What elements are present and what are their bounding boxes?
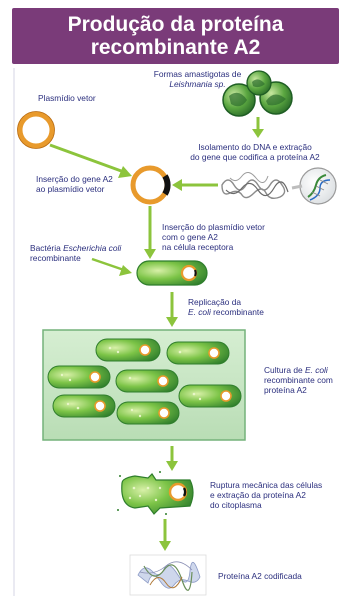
label-culture-prefix: Cultura de (264, 365, 305, 375)
culture-bacteria (47, 338, 242, 425)
dna-strand-icon (221, 167, 337, 205)
title-banner: Produção da proteína recombinante A2 (12, 8, 339, 64)
plasmid-vector-icon (17, 111, 55, 149)
arrow-plasmid-to-bacterium (144, 206, 156, 259)
label-rupture-line2: e extração da proteína A2 (210, 490, 306, 500)
label-dna-isolation-line2: do gene que codifica a proteína A2 (190, 152, 320, 162)
arrow-leishmania-to-dna (252, 117, 264, 138)
recombinant-ecoli-bacterium (136, 260, 208, 286)
label-rupture: Ruptura mecânica das células e extração … (210, 480, 322, 510)
label-bacterium-line2: recombinante (30, 253, 81, 263)
label-amastigotes-line1: Formas amastigotas de (153, 69, 242, 79)
label-gene-insertion: Inserção do gene A2 ao plasmídio vetor (36, 174, 113, 194)
label-plasmid-insertion-line3: na célula receptora (162, 242, 234, 252)
label-dna-isolation: Isolamento do DNA e extração do gene que… (180, 142, 330, 162)
arrow-culture-to-rupture (166, 446, 178, 471)
flow-arrows (49, 117, 264, 551)
label-rupture-line3: do citoplasma (210, 500, 262, 510)
label-culture-line3: proteína A2 (264, 385, 307, 395)
label-replication-species: E. coli (188, 307, 211, 317)
protein-a2-structure (129, 554, 207, 596)
arrow-rupture-to-protein (159, 519, 171, 551)
label-plasmid-insertion-line1: Inserção do plasmídio vetor (162, 222, 265, 232)
label-bacterium-species: Escherichia coli (63, 243, 122, 253)
label-gene-insertion-line2: ao plasmídio vetor (36, 184, 105, 194)
label-bacterium-prefix: Bactéria (30, 243, 64, 253)
title-line-1: Produção da proteína (67, 13, 284, 36)
label-amastigotes: Formas amastigotas de Leishmania sp. (135, 69, 260, 89)
label-protein-coded: Proteína A2 codificada (218, 571, 302, 581)
ecoli-culture-box (42, 329, 246, 441)
arrow-label-to-bacterium (91, 257, 132, 276)
ruptured-cell (117, 471, 194, 515)
label-recombinant-bacterium: Bactéria Escherichia coli recombinante (30, 243, 121, 263)
leishmania-amastigotes (222, 70, 293, 117)
label-rupture-line1: Ruptura mecânica das células (210, 480, 323, 490)
label-plasmid-insertion-line2: com o gene A2 (162, 232, 218, 242)
label-culture: Cultura de E. coli recombinante com prot… (264, 365, 333, 395)
label-dna-isolation-line1: Isolamento do DNA e extração (198, 142, 312, 152)
label-plasmid-vector: Plasmídio vetor (38, 93, 96, 103)
label-replication-line1: Replicação da (188, 297, 242, 307)
label-culture-species: E. coli (304, 365, 328, 375)
label-replication-suffix: recombinante (210, 307, 264, 317)
arrow-plasmid-to-insertion (49, 143, 132, 178)
label-plasmid-insertion: Inserção do plasmídio vetor com o gene A… (162, 222, 265, 252)
arrow-dna-to-plasmid (172, 179, 218, 191)
arrow-bacterium-to-culture (166, 292, 178, 327)
label-culture-line2: recombinante com (264, 375, 333, 385)
label-replication: Replicação da E. coli recombinante (188, 297, 264, 317)
recombinant-plasmid-icon (130, 165, 171, 205)
label-gene-insertion-line1: Inserção do gene A2 (36, 174, 113, 184)
label-amastigotes-line2: Leishmania sp. (169, 79, 226, 89)
title-line-2: recombinante A2 (90, 36, 261, 59)
